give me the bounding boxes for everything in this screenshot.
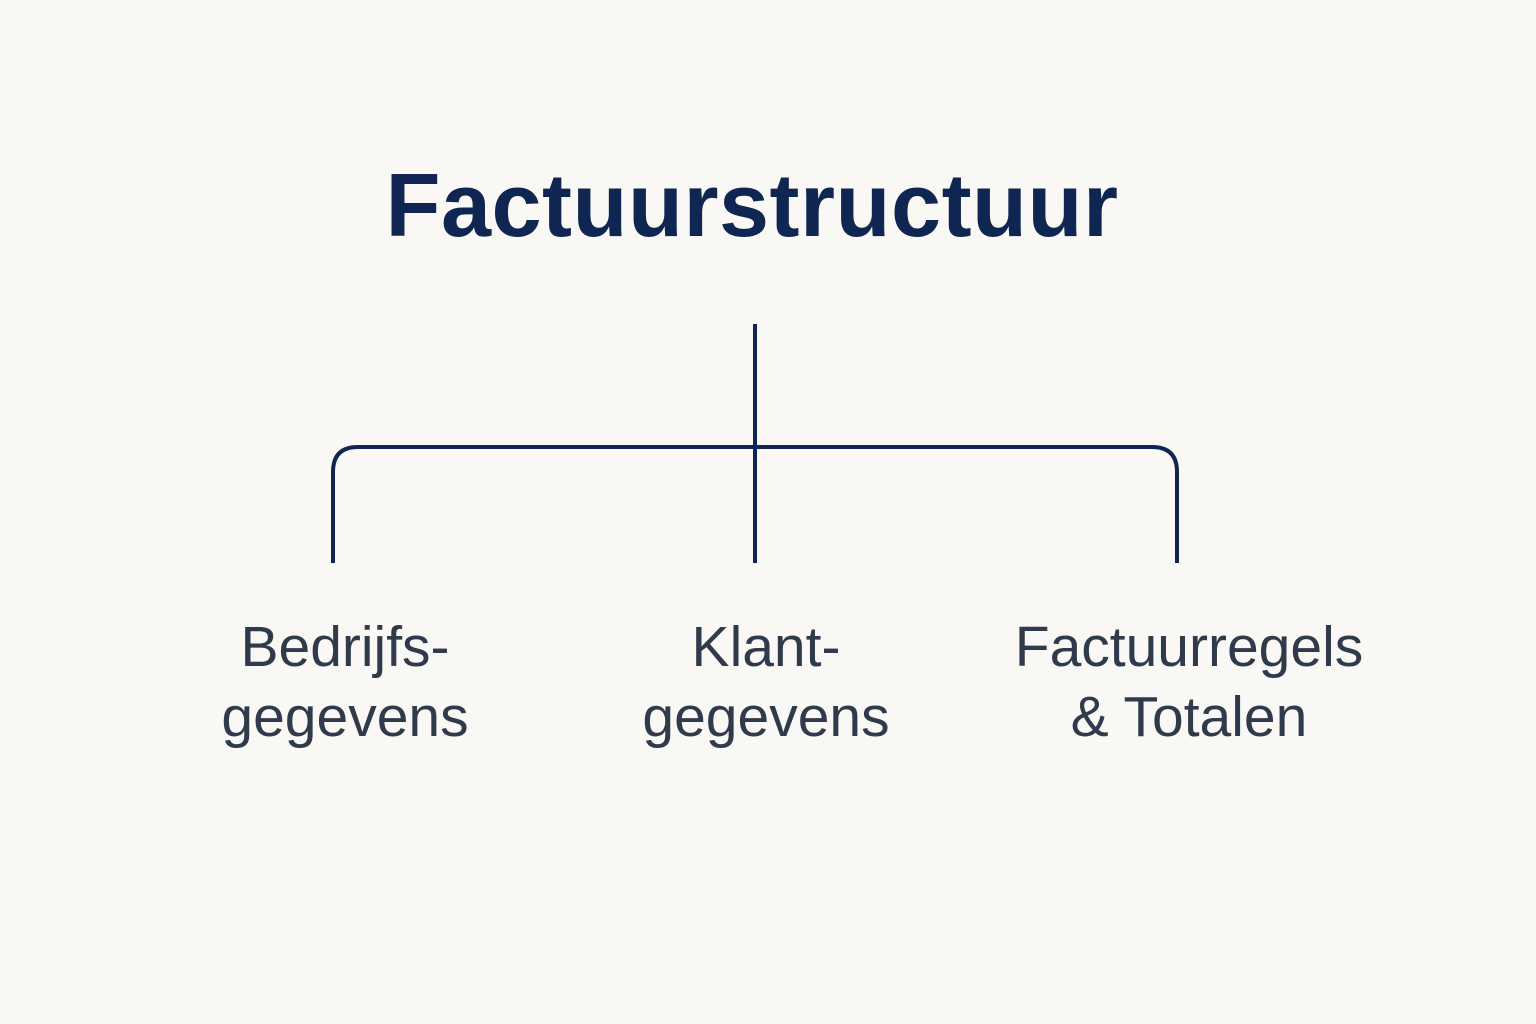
branch-bracket bbox=[331, 445, 1179, 563]
node-label-line2: gegevens bbox=[221, 685, 469, 749]
node-bedrijfsgegevens: Bedrijfs- gegevens bbox=[115, 612, 575, 752]
node-factuurregels-totalen: Factuurregels & Totalen bbox=[959, 612, 1419, 752]
node-label-line1: Klant- bbox=[691, 615, 841, 679]
node-klantgegevens: Klant- gegevens bbox=[536, 612, 996, 752]
diagram-title: Factuurstructuur bbox=[385, 156, 1119, 256]
node-label-line1: Bedrijfs- bbox=[240, 615, 450, 679]
node-label-line2: gegevens bbox=[642, 685, 890, 749]
node-label-line2: & Totalen bbox=[1070, 685, 1308, 749]
node-label-line1: Factuurregels bbox=[1014, 615, 1364, 679]
